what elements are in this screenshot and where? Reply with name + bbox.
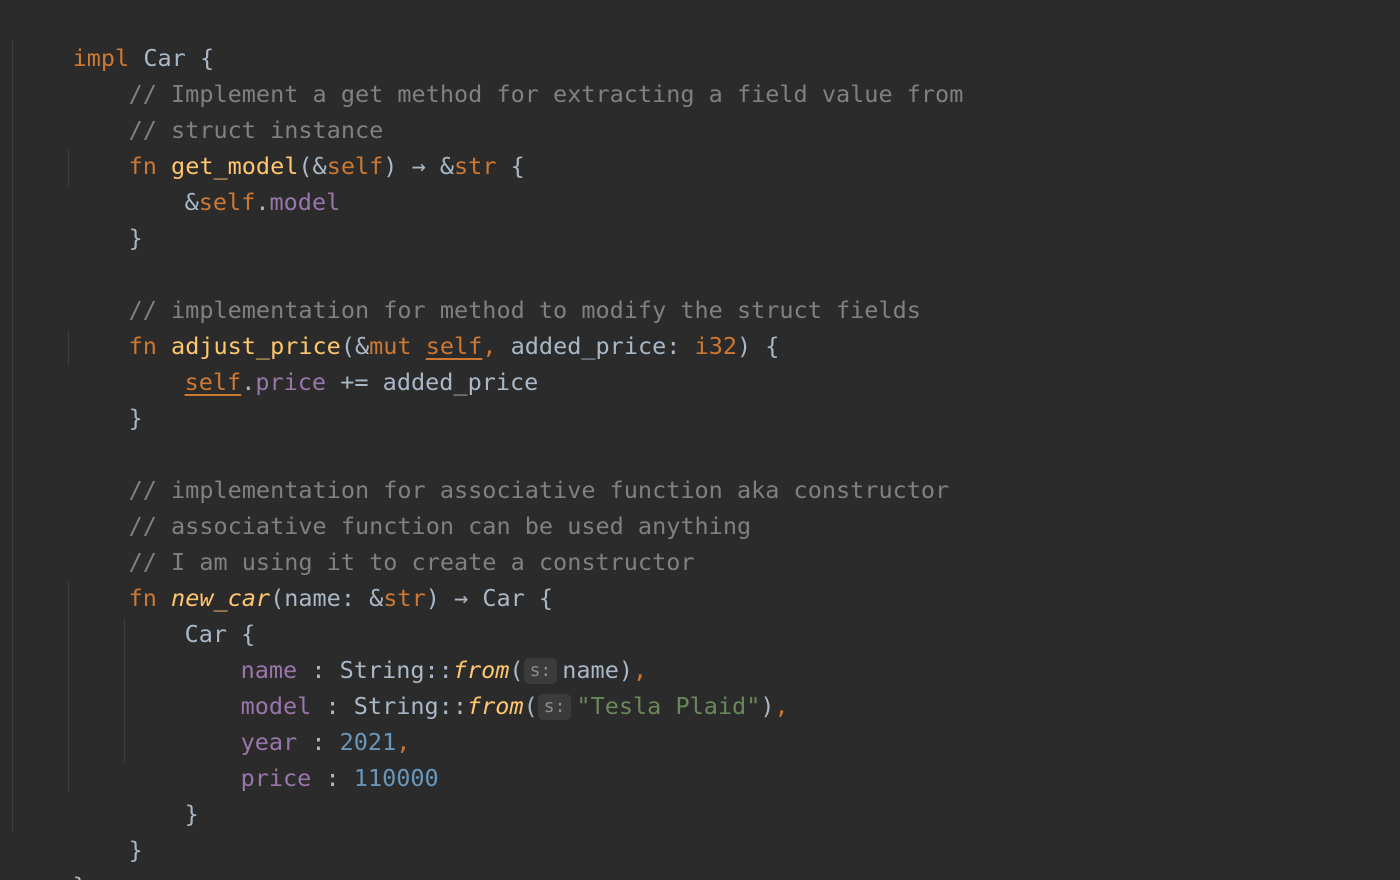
punctuation: ( xyxy=(523,692,538,720)
brace: } xyxy=(73,872,87,880)
punctuation: (& xyxy=(340,332,370,360)
field-name: model xyxy=(240,692,312,720)
keyword-self: self xyxy=(425,332,483,360)
comment: // I am using it to create a constructor xyxy=(128,548,695,576)
parameter-hint: s: xyxy=(523,658,558,684)
number-literal: 110000 xyxy=(353,764,439,792)
code-line[interactable]: // Implement a get method for extracting… xyxy=(72,40,964,108)
indent-guide xyxy=(68,582,69,792)
type-name: Car xyxy=(143,44,186,72)
indent-guide xyxy=(124,618,125,762)
code-line[interactable]: } xyxy=(128,760,199,828)
comma: , xyxy=(774,692,789,720)
punctuation: : String:: xyxy=(311,692,467,720)
code-line[interactable]: // struct instance xyxy=(72,76,384,144)
code-line[interactable]: name : String::from(s:name), xyxy=(184,616,647,684)
type-str: str xyxy=(454,152,497,180)
code-line[interactable]: Car { xyxy=(128,580,256,648)
keyword-fn: fn xyxy=(128,332,157,360)
dot: . xyxy=(241,368,256,396)
comma: , xyxy=(633,656,648,684)
expression: += added_price xyxy=(326,368,539,396)
code-line[interactable]: model : String::from(s:"Tesla Plaid"), xyxy=(184,652,789,720)
code-line[interactable]: } xyxy=(16,832,87,880)
type-str: str xyxy=(383,584,426,612)
comma: , xyxy=(482,332,497,360)
keyword-impl: impl xyxy=(72,44,130,72)
type-i32: i32 xyxy=(694,332,738,360)
punctuation: (& xyxy=(298,152,327,180)
keyword-fn: fn xyxy=(128,152,157,180)
dot: . xyxy=(255,188,270,216)
comma: , xyxy=(396,728,411,756)
keyword-self: self xyxy=(198,188,256,216)
comment: // struct instance xyxy=(128,116,384,144)
punctuation: : xyxy=(297,728,340,756)
field-name: year xyxy=(240,728,298,756)
code-line[interactable]: // associative function can be used anyt… xyxy=(72,472,752,540)
function-name: from xyxy=(452,656,510,684)
punctuation: : String:: xyxy=(297,656,453,684)
struct-literal: Car { xyxy=(184,620,256,648)
field-name: price xyxy=(240,764,312,792)
function-name: adjust_price xyxy=(171,332,341,360)
field-name: model xyxy=(269,188,341,216)
indent-guide xyxy=(12,40,13,832)
brace: { xyxy=(496,152,525,180)
punctuation: : xyxy=(311,764,354,792)
code-line[interactable]: } xyxy=(72,364,143,432)
ampersand: & xyxy=(184,188,199,216)
brace: } xyxy=(128,404,143,432)
code-line[interactable]: fn adjust_price(&mut self, added_price: … xyxy=(72,292,780,360)
parameter: added_price: xyxy=(496,332,695,360)
punctuation: ) { xyxy=(737,332,780,360)
code-line[interactable]: impl Car { xyxy=(16,4,215,72)
code-line[interactable]: fn new_car(name: &str) → Car { xyxy=(72,544,553,612)
code-line[interactable]: year : 2021, xyxy=(184,688,411,756)
keyword-self: self xyxy=(326,152,384,180)
punctuation: ) → & xyxy=(383,152,455,180)
parameter-hint: s: xyxy=(537,694,572,720)
punctuation: ( xyxy=(509,656,524,684)
keyword-fn: fn xyxy=(128,584,157,612)
comment: // implementation for associative functi… xyxy=(128,476,950,504)
brace: } xyxy=(128,836,143,864)
brace: { xyxy=(185,44,215,72)
function-name: get_model xyxy=(171,152,299,180)
punctuation: ) → Car { xyxy=(425,584,554,612)
punctuation: (name: & xyxy=(270,584,384,612)
comment: // associative function can be used anyt… xyxy=(128,512,752,540)
indent-guide xyxy=(68,330,69,366)
field-name: price xyxy=(255,368,327,396)
brace: } xyxy=(184,800,199,828)
code-line[interactable]: self.price += added_price xyxy=(128,328,539,396)
code-line[interactable]: fn get_model(&self) → &str { xyxy=(72,112,525,180)
comment: // Implement a get method for extracting… xyxy=(128,80,964,108)
code-line[interactable]: price : 110000 xyxy=(184,724,439,792)
punctuation: ) xyxy=(760,692,775,720)
indent-guide xyxy=(68,150,69,186)
comment: // implementation for method to modify t… xyxy=(128,296,921,324)
argument: name) xyxy=(562,656,634,684)
code-line[interactable]: &self.model xyxy=(128,148,341,216)
code-line[interactable]: // implementation for associative functi… xyxy=(72,436,950,504)
brace: } xyxy=(128,224,143,252)
number-literal: 2021 xyxy=(339,728,397,756)
keyword-self: self xyxy=(184,368,242,396)
string-literal: "Tesla Plaid" xyxy=(576,692,761,720)
code-line[interactable]: } xyxy=(72,184,143,252)
code-line[interactable]: // implementation for method to modify t… xyxy=(72,256,921,324)
code-line[interactable]: } xyxy=(72,796,143,864)
field-name: name xyxy=(240,656,298,684)
code-line[interactable]: // I am using it to create a constructor xyxy=(72,508,695,576)
function-name: new_car xyxy=(171,584,271,612)
keyword-mut: mut xyxy=(369,332,412,360)
function-name: from xyxy=(466,692,524,720)
